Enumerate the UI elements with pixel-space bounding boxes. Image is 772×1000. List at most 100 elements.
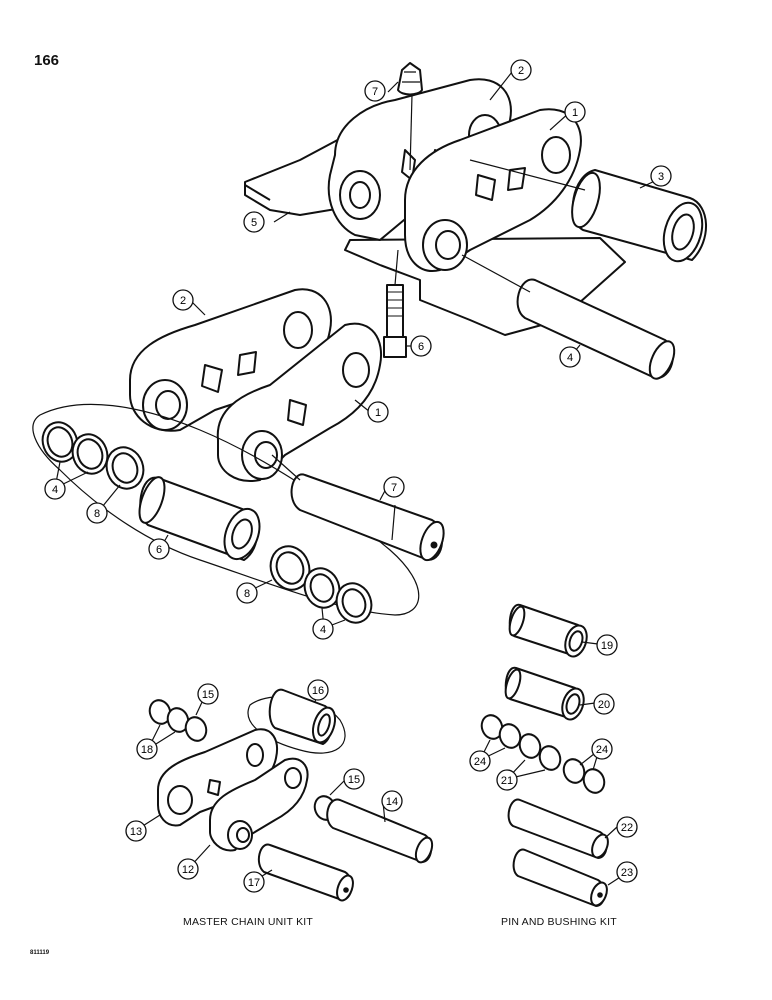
callout-circle bbox=[367, 401, 389, 423]
bolt-10 bbox=[383, 284, 407, 358]
callout-22: 22 bbox=[616, 816, 638, 838]
callout-label: 13 bbox=[130, 826, 142, 838]
nut-11 bbox=[397, 62, 423, 96]
callout-label: 1 bbox=[572, 107, 578, 119]
master-pin-14 bbox=[326, 798, 434, 864]
callout-circle bbox=[593, 693, 615, 715]
pin-5 bbox=[516, 278, 676, 380]
callout-6: 6 bbox=[148, 538, 170, 560]
bushing-19 bbox=[508, 603, 588, 658]
callout-circle bbox=[410, 335, 432, 357]
callout-2: 2 bbox=[172, 289, 194, 311]
callout-circle bbox=[86, 502, 108, 524]
callout-label: 18 bbox=[141, 744, 153, 756]
callout-label: 24 bbox=[596, 744, 608, 756]
callout-circle bbox=[243, 211, 265, 233]
callout-circle bbox=[172, 289, 194, 311]
master-link-13 bbox=[157, 728, 278, 827]
callout-circle bbox=[381, 790, 403, 812]
caption-pin-and-bushing-kit: PIN AND BUSHING KIT bbox=[501, 916, 617, 928]
master-pin-17 bbox=[257, 843, 354, 902]
callout-17: 17 bbox=[243, 871, 265, 893]
callout-2: 2 bbox=[510, 59, 532, 81]
callout-circle bbox=[650, 165, 672, 187]
callout-7: 7 bbox=[364, 80, 386, 102]
callout-label: 15 bbox=[202, 689, 214, 701]
callout-label: 8 bbox=[94, 508, 100, 520]
callout-label: 22 bbox=[621, 822, 633, 834]
seal-group-outline bbox=[32, 403, 420, 616]
callout-label: 8 bbox=[244, 588, 250, 600]
callout-circle bbox=[197, 683, 219, 705]
callout-label: 19 bbox=[601, 640, 613, 652]
callout-circle bbox=[148, 538, 170, 560]
callout-24: 24 bbox=[591, 738, 613, 760]
page-number: 166 bbox=[34, 52, 60, 69]
callout-8: 8 bbox=[86, 502, 108, 524]
master-seals-18-15 bbox=[148, 699, 208, 742]
callout-label: 4 bbox=[52, 484, 58, 496]
callout-5: 5 bbox=[243, 211, 265, 233]
master-bushing-16 bbox=[268, 688, 337, 745]
callout-label: 4 bbox=[567, 352, 573, 364]
callout-circle bbox=[44, 478, 66, 500]
callout-circle bbox=[383, 476, 405, 498]
callout-19: 19 bbox=[596, 634, 618, 656]
callout-21: 21 bbox=[496, 769, 518, 791]
callout-label: 1 bbox=[375, 407, 381, 419]
callout-label: 15 bbox=[348, 774, 360, 786]
callout-label: 14 bbox=[386, 796, 398, 808]
callout-circle bbox=[177, 858, 199, 880]
callout-4: 4 bbox=[312, 618, 334, 640]
bushing-3 bbox=[571, 169, 707, 263]
callout-8: 8 bbox=[236, 582, 258, 604]
callout-label: 2 bbox=[518, 65, 524, 77]
callout-15: 15 bbox=[343, 768, 365, 790]
pin-22 bbox=[507, 798, 609, 859]
bushing-20 bbox=[504, 666, 585, 721]
callout-label: 12 bbox=[182, 864, 194, 876]
callout-18: 18 bbox=[136, 738, 158, 760]
callout-circle bbox=[125, 820, 147, 842]
callout-7: 7 bbox=[383, 476, 405, 498]
link-1-middle bbox=[216, 322, 383, 482]
callout-24: 24 bbox=[469, 750, 491, 772]
master-link-12 bbox=[209, 757, 309, 852]
callout-circle bbox=[510, 59, 532, 81]
callout-label: 6 bbox=[156, 544, 162, 556]
callout-circle bbox=[469, 750, 491, 772]
caption-master-chain-unit-kit: MASTER CHAIN UNIT KIT bbox=[183, 916, 314, 928]
callout-circle bbox=[496, 769, 518, 791]
callout-6: 6 bbox=[410, 335, 432, 357]
reference-code: 811119 bbox=[30, 950, 50, 956]
callout-23: 23 bbox=[616, 861, 638, 883]
callout-label: 2 bbox=[180, 295, 186, 307]
callout-label: 17 bbox=[248, 877, 260, 889]
callout-circle bbox=[364, 80, 386, 102]
callout-circle bbox=[591, 738, 613, 760]
callout-3: 3 bbox=[650, 165, 672, 187]
callout-circle bbox=[616, 861, 638, 883]
callout-1: 1 bbox=[564, 101, 586, 123]
callout-12: 12 bbox=[177, 858, 199, 880]
kit-seals-24-21 bbox=[480, 714, 606, 794]
bushing-6 bbox=[138, 476, 261, 561]
callout-4: 4 bbox=[559, 346, 581, 368]
callout-circle bbox=[564, 101, 586, 123]
callout-circle bbox=[343, 768, 365, 790]
callout-circle bbox=[596, 634, 618, 656]
callout-label: 16 bbox=[312, 685, 324, 697]
callout-circle bbox=[312, 618, 334, 640]
callout-16: 16 bbox=[307, 679, 329, 701]
callout-4: 4 bbox=[44, 478, 66, 500]
callout-circle bbox=[236, 582, 258, 604]
callout-label: 5 bbox=[251, 217, 257, 229]
callout-label: 7 bbox=[391, 482, 397, 494]
callout-label: 20 bbox=[598, 699, 610, 711]
callout-label: 24 bbox=[474, 756, 486, 768]
callout-circle bbox=[243, 871, 265, 893]
callout-circle bbox=[616, 816, 638, 838]
callout-14: 14 bbox=[381, 790, 403, 812]
pin-23 bbox=[512, 848, 608, 907]
callout-label: 6 bbox=[418, 341, 424, 353]
